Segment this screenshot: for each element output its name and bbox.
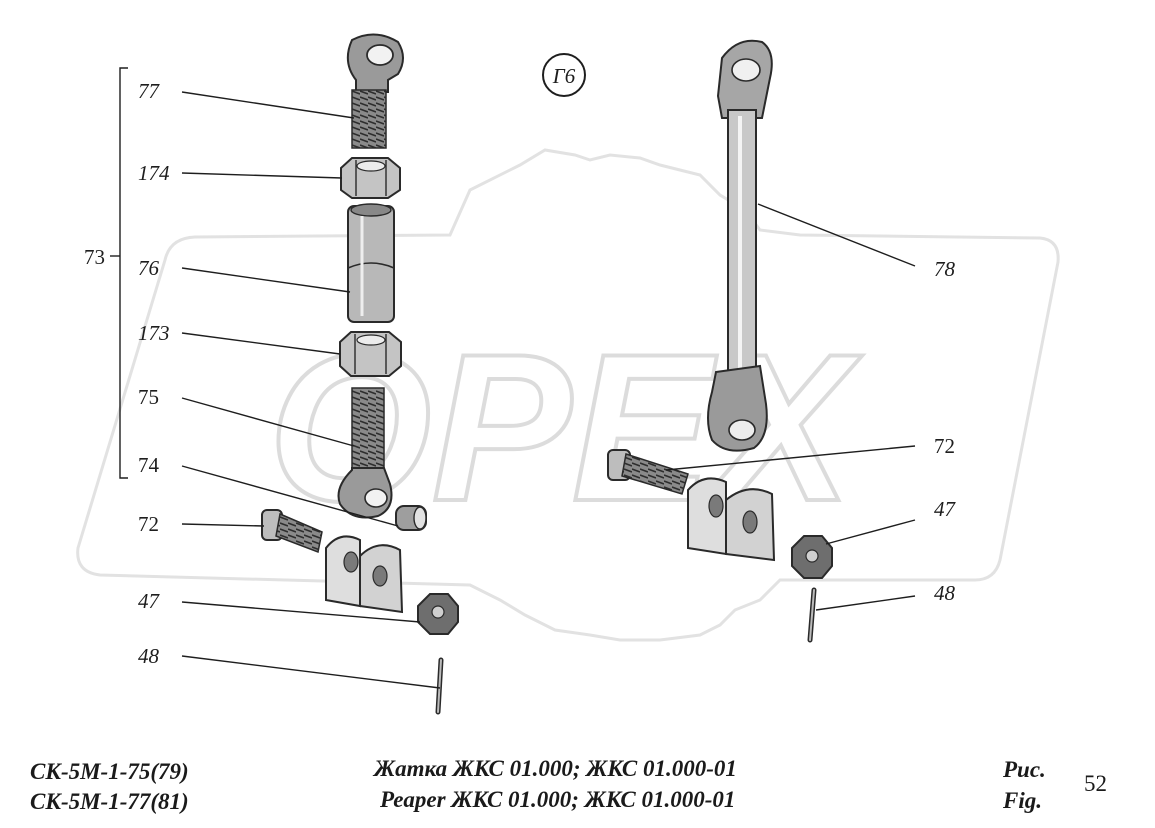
figure-label-en: Fig. [1003, 788, 1042, 813]
callout-78: 78 [934, 257, 956, 281]
figure-title-line-2: Реaper ЖКС 01.000; ЖКС 01.000-01 [380, 787, 736, 812]
left-assembly [261, 33, 459, 715]
view-badge: Г6 [542, 53, 586, 97]
part-174-hex-nut [340, 157, 401, 199]
right-assembly [607, 39, 833, 643]
watermark-gear [76, 148, 1060, 642]
callout-73: 73 [84, 245, 105, 269]
mounting-bracket-left [325, 535, 404, 614]
model-code-line-2: СК-5М-1-77(81) [30, 789, 189, 814]
part-74-bushing [395, 505, 427, 531]
callout-47-left: 47 [138, 589, 161, 613]
part-48-cotter-pin-right [807, 587, 817, 643]
part-75-threaded-eye-end [337, 387, 393, 519]
model-code-line-1: СК-5М-1-75(79) [30, 759, 189, 784]
part-72-clevis-pin-left [261, 509, 323, 554]
figure-number: 52 [1084, 771, 1107, 796]
part-173-hex-nut [339, 331, 402, 377]
callout-48-left: 48 [138, 644, 160, 668]
part-48-cotter-pin-left [435, 657, 444, 715]
callout-77: 77 [138, 79, 161, 103]
part-72-clevis-pin-right [607, 449, 689, 495]
part-78-link-rod [707, 39, 773, 452]
view-badge-label: Г6 [552, 64, 576, 88]
part-76-coupling-sleeve [347, 203, 395, 323]
callout-labels: 77 174 73 76 173 75 74 72 47 48 78 72 47… [84, 79, 957, 668]
part-47-castle-nut-left [417, 593, 459, 635]
callout-74: 74 [138, 453, 160, 477]
leader-lines [181, 91, 916, 689]
assembly-bracket [119, 67, 128, 479]
part-47-castle-nut-right [791, 535, 833, 579]
callout-174: 174 [138, 161, 170, 185]
opex-watermark: OPEX [76, 148, 1060, 642]
callout-76: 76 [138, 256, 160, 280]
callout-75: 75 [138, 385, 159, 409]
figure-title-line-1: Жатка ЖКС 01.000; ЖКС 01.000-01 [374, 756, 737, 781]
figure-label-ru: Рис. [1003, 757, 1046, 782]
callout-173: 173 [138, 321, 170, 345]
part-77-eye-rod-end [346, 33, 404, 149]
callout-72-left: 72 [138, 512, 159, 536]
mounting-bracket-right [687, 477, 776, 562]
callout-48-right: 48 [934, 581, 956, 605]
callout-72-right: 72 [934, 434, 955, 458]
callout-47-right: 47 [934, 497, 957, 521]
